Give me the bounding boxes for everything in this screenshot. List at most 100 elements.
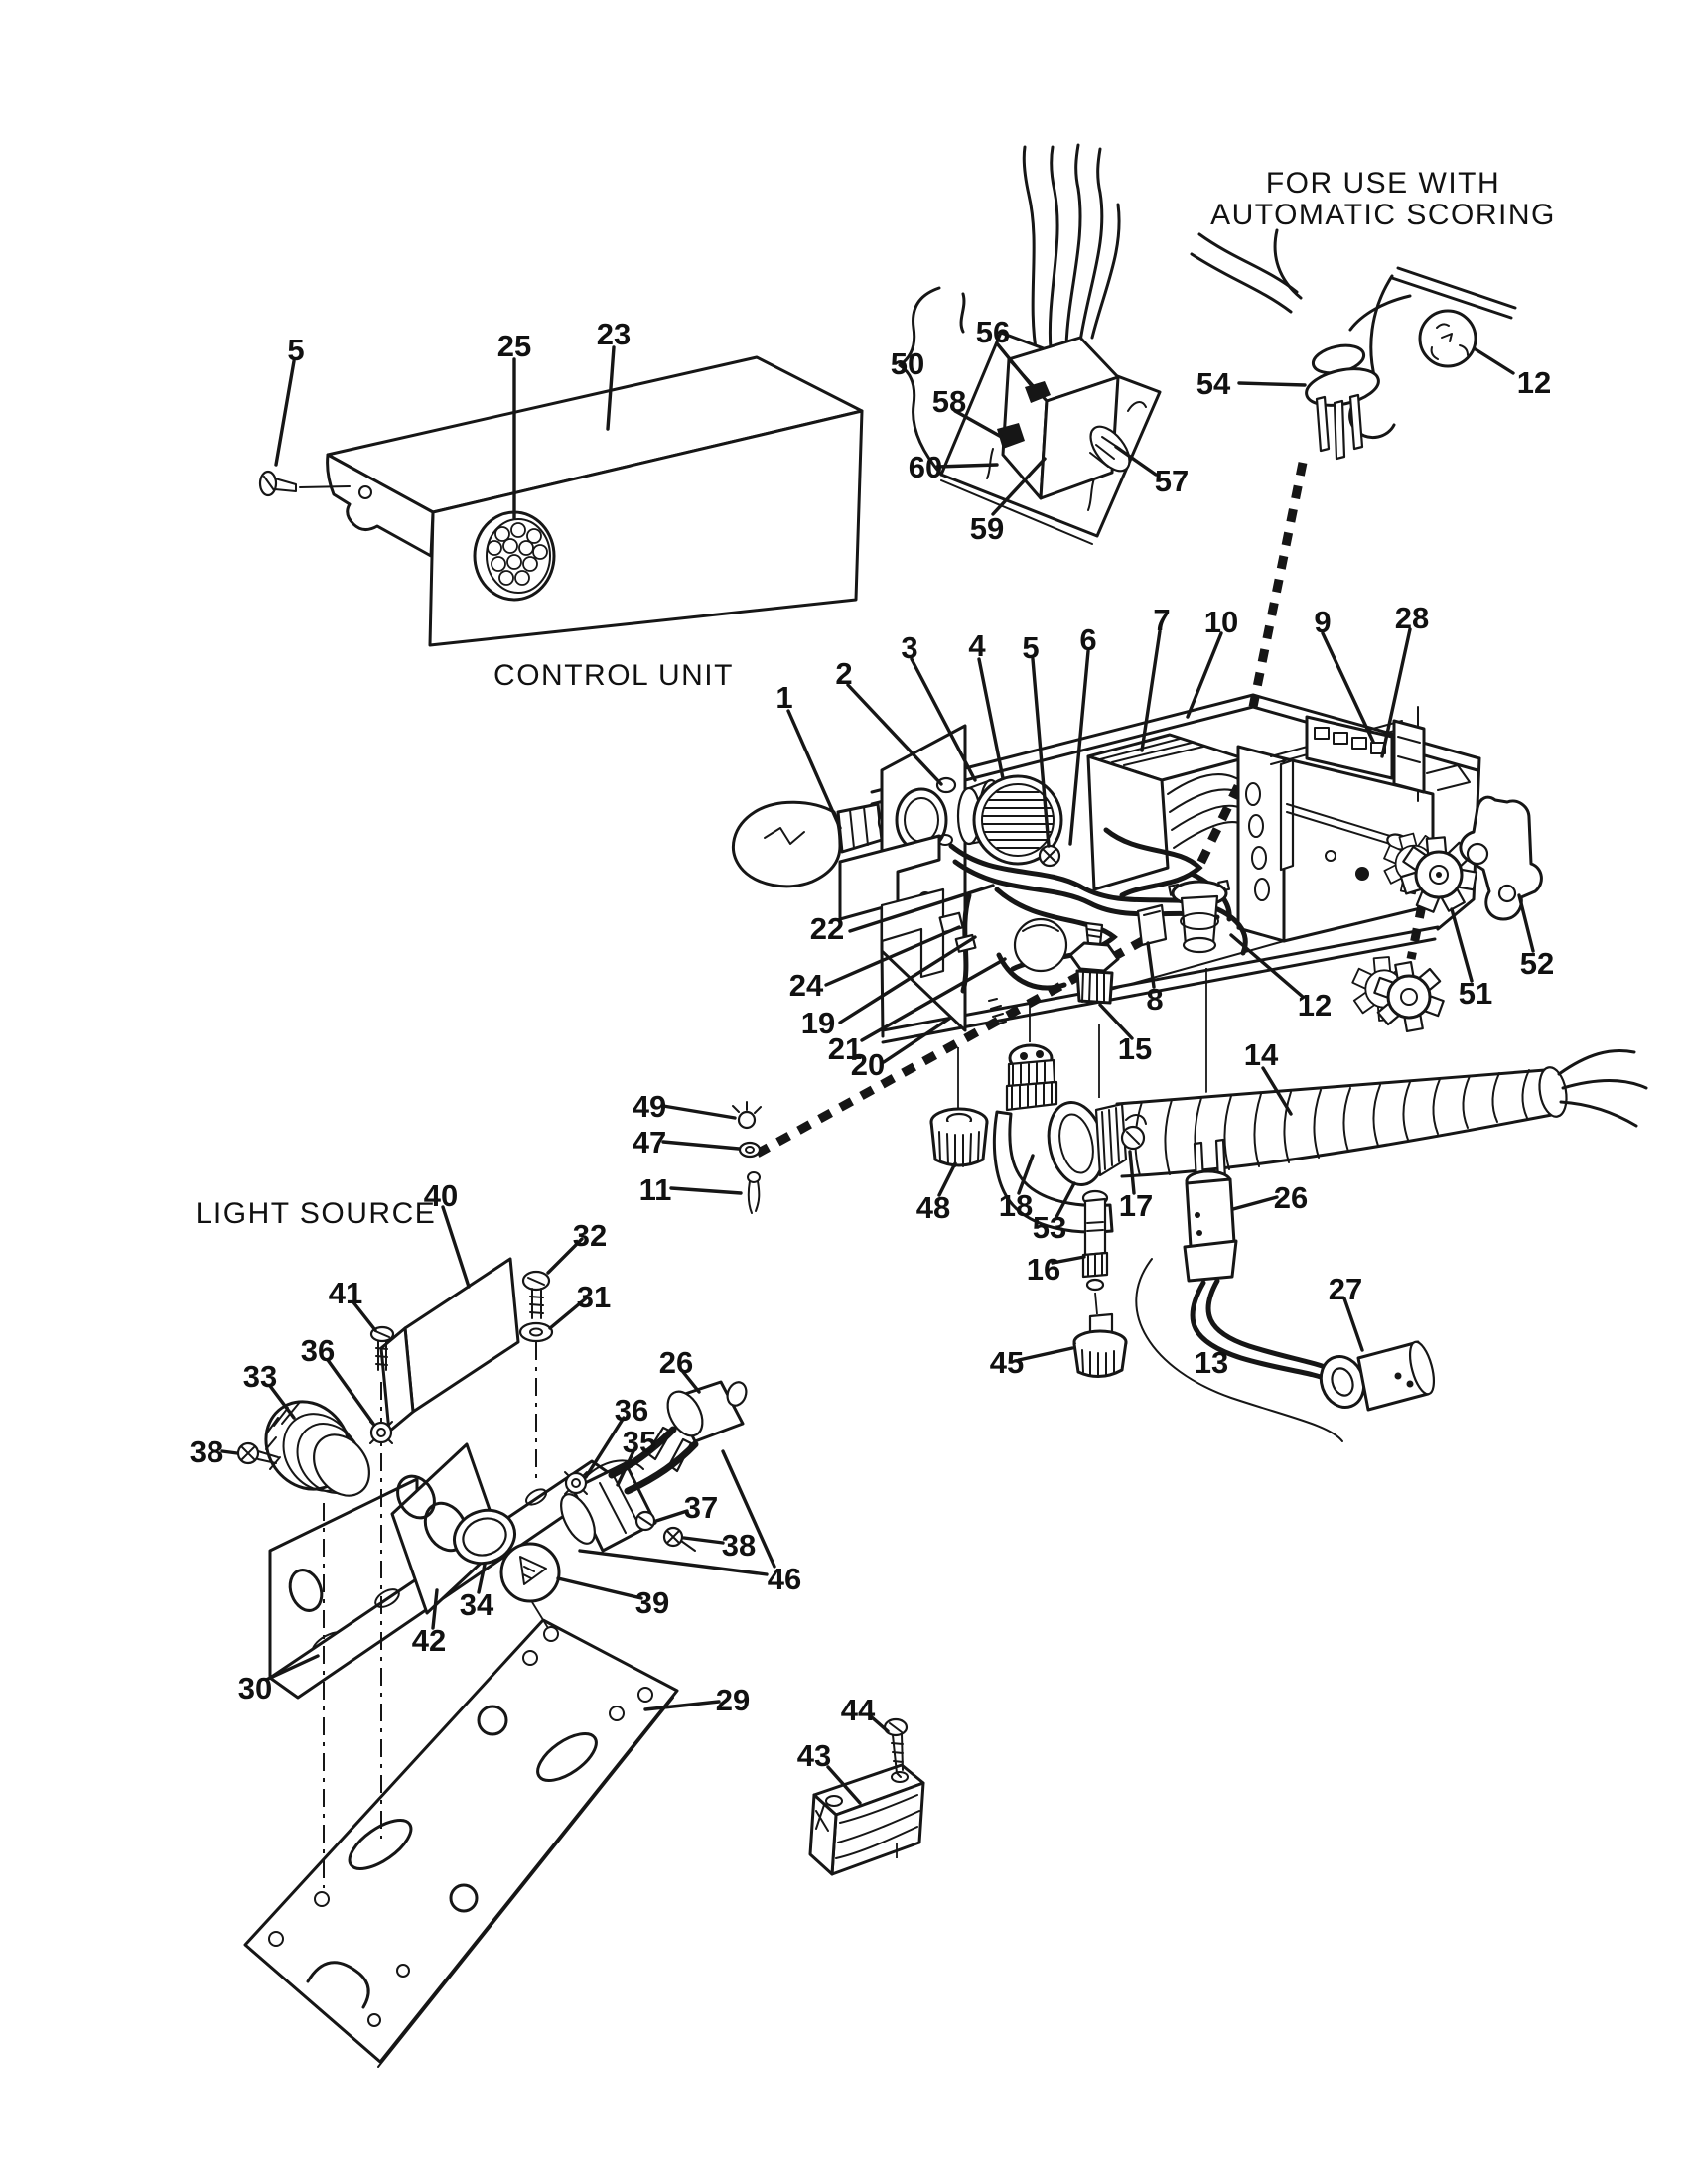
scoring-plug [1305,343,1380,461]
callout-19-23: 19 [801,1006,835,1040]
cable-13 [1190,1280,1332,1383]
gear-train [1351,795,1543,1032]
knob-45 [1072,1312,1128,1378]
light-source-assembly [236,1257,748,2068]
callout-45-41: 45 [990,1345,1024,1380]
knurled-nut-48 [929,1107,989,1167]
callout-52-31: 52 [1520,946,1554,981]
solenoid-coil [1013,917,1068,973]
plug-26-right [1183,1138,1238,1283]
terminal-bracket [1392,719,1426,794]
wood-block-group [808,1717,925,1876]
scoring-socket [1418,309,1477,368]
callout-60-6: 60 [909,450,942,484]
callout-6-16: 6 [1079,622,1096,657]
mounting-plate-29 [243,1618,679,2068]
bracket-50-brace [898,286,943,477]
callout-23-2: 23 [597,317,631,351]
callout-22-21: 22 [810,911,844,946]
callout-24-22: 24 [789,968,824,1003]
callout-37-54: 37 [684,1490,718,1525]
cover-screw [258,470,351,497]
gear-52-pair [1373,961,1445,1032]
shaft-rod [1286,803,1419,851]
callout-56-4: 56 [976,315,1010,349]
socket-27 [1319,1340,1436,1412]
callout-48-35: 48 [916,1190,950,1225]
callout-28-20: 28 [1395,601,1429,635]
socket-35 [560,1459,657,1553]
screw-32 [521,1270,551,1319]
callout-34-58: 34 [460,1587,494,1622]
wood-screw-44 [883,1717,909,1778]
control-unit-chassis [732,693,1481,1118]
callout-12-27: 12 [1298,988,1332,1023]
callout-43-62: 43 [797,1738,831,1773]
relay-clip-58 [997,423,1025,449]
screw-38-right [662,1526,696,1552]
cotter-pin [747,1171,761,1214]
lens-cap-33 [264,1400,370,1497]
terminal-strip [1305,715,1394,780]
callout-58-5: 58 [932,384,966,419]
lamp-socket-12 [1168,879,1231,954]
callout-53-37: 53 [1033,1210,1066,1245]
screw-38-left [236,1441,279,1465]
callout-26-40: 26 [1274,1180,1308,1215]
callout-31-47: 31 [577,1280,611,1314]
callout-57-8: 57 [1155,464,1189,498]
callout-36-51: 36 [615,1393,648,1428]
plug-26-left [608,1380,748,1495]
pawl-52 [1459,795,1543,921]
callout-59-7: 59 [970,511,1004,546]
callout-29-61: 29 [716,1683,750,1717]
callout-41-46: 41 [329,1276,362,1310]
callout-30-60: 30 [238,1671,272,1706]
callout-2-12: 2 [835,656,852,691]
small-hardware [732,1101,762,1214]
caption-scoring-line2: AUTOMATIC SCORING [1210,199,1556,231]
control-unit-cover [258,355,864,647]
callout-33-48: 33 [243,1359,277,1394]
resistor [1087,401,1147,511]
callout-5-0: 5 [287,333,304,367]
washer-31 [518,1321,554,1343]
callout-25-1: 25 [497,329,531,363]
callout-32-45: 32 [573,1218,607,1253]
callout-12-10: 12 [1517,365,1551,400]
callout-44-63: 44 [841,1693,876,1727]
callout-10-18: 10 [1204,605,1238,639]
callout-4-14: 4 [968,628,986,663]
conduit-assembly [929,1043,1648,1234]
callout-11-34: 11 [639,1172,672,1207]
transformer [1086,733,1252,891]
relay-assembly [898,143,1162,545]
callout-3-13: 3 [901,630,917,665]
lock-washer-36-right [564,1471,588,1495]
callout-38-50: 38 [190,1434,223,1469]
elbow-fitting [992,1043,1147,1234]
callout-27-43: 27 [1329,1272,1362,1306]
caption-control-unit: CONTROL UNIT [493,659,734,692]
callout-51-30: 51 [1459,976,1492,1011]
callout-36-49: 36 [301,1333,335,1368]
screw-37 [634,1510,656,1532]
callout-49-32: 49 [633,1089,666,1124]
callout-13-42: 13 [1195,1345,1228,1380]
hose-ribs [1134,1069,1530,1176]
callout-54-9: 54 [1196,366,1231,401]
callout-42-59: 42 [412,1623,446,1658]
speaker-grille [473,510,556,602]
callout-46-56: 46 [768,1562,801,1596]
inline-connector-16 [1081,1189,1109,1292]
callout-50-3: 50 [891,346,924,381]
callout-39-57: 39 [635,1585,669,1620]
lamp-39 [499,1542,561,1603]
caption-scoring-line1: FOR USE WITH [1266,167,1500,200]
callout-15-28: 15 [1118,1031,1152,1066]
callout-40-44: 40 [424,1178,458,1213]
lamp-bracket [838,834,941,921]
automatic-scoring-group [1190,228,1517,461]
callout-7-17: 7 [1153,603,1170,637]
